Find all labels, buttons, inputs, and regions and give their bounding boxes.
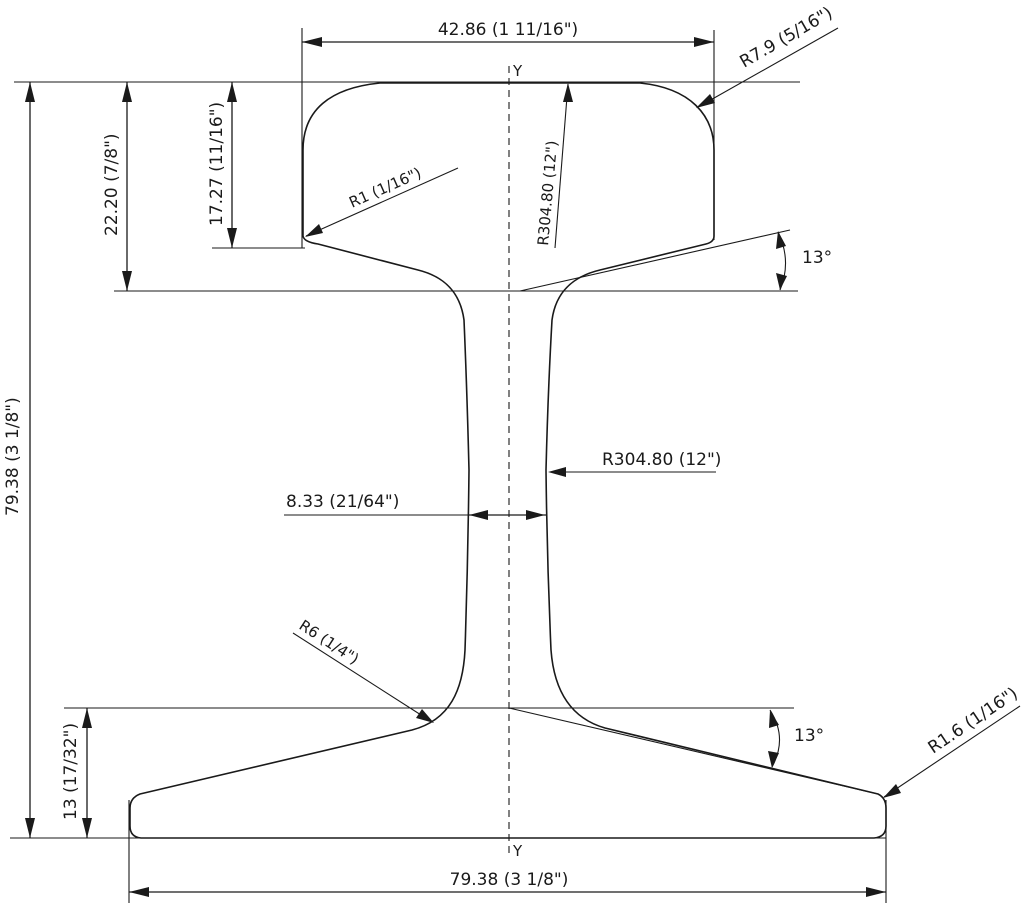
arrow-r1 [305,224,323,237]
r1-label: R1 (1/16") [346,164,424,212]
web-radius-label: R304.80 (12") [602,450,721,470]
y-axis-label-top: Y [512,62,523,80]
r16-label: R1.6 (1/16") [925,684,1022,758]
head-angle-line [519,229,791,292]
arrow-foot-angle-bottom [768,751,779,768]
arrow-web-left [469,510,488,520]
arrow-web-radius [548,467,566,477]
y-axis-label-bottom: Y [512,842,523,860]
arrow-head-depth-bottom [122,271,132,291]
arrow-r6 [416,709,434,723]
arrow-head-side-bottom [227,228,237,248]
arrow-total-height-bottom [25,818,35,838]
head-top-radius-leader [554,83,569,249]
r79-leader [699,27,839,107]
head-depth-label: 22.20 (7/8") [102,133,122,236]
arrow-head-width-left [302,37,322,47]
arrow-head-angle-bottom [776,273,787,290]
arrow-head-angle-top [776,231,786,249]
arrow-head-depth-top [122,82,132,102]
base-width-label: 79.38 (3 1/8") [450,870,569,890]
r1-leader [305,167,459,237]
head-top-radius-label: R304.80 (12") [534,140,561,247]
head-width-label: 42.86 (1 11/16") [438,20,578,40]
arrow-foot-height-bottom [82,818,92,838]
r16-leader [883,705,1021,798]
arrow-total-height-top [25,82,35,102]
arrow-r16 [883,784,901,798]
web-thickness-label: 8.33 (21/64") [286,492,399,512]
arrow-web-right [526,510,545,520]
foot-angle-label: 13° [794,726,824,746]
head-angle-label: 13° [802,248,832,268]
r6-leader [292,632,433,723]
total-height-label: 79.38 (3 1/8") [3,397,23,516]
arrow-head-top-radius [563,83,573,102]
arrow-head-side-top [227,82,237,102]
foot-height-label: 13 (17/32") [61,723,81,820]
arrow-head-width-right [694,37,714,47]
r6-label: R6 (1/4") [296,616,362,668]
arrow-foot-height-top [82,708,92,728]
arrow-base-width-left [129,887,149,897]
head-side-label: 17.27 (11/16") [207,102,227,226]
arrow-base-width-right [866,887,886,897]
arrow-foot-angle-top [769,710,779,728]
arrow-r79 [696,94,715,108]
foot-angle-line [508,707,879,795]
